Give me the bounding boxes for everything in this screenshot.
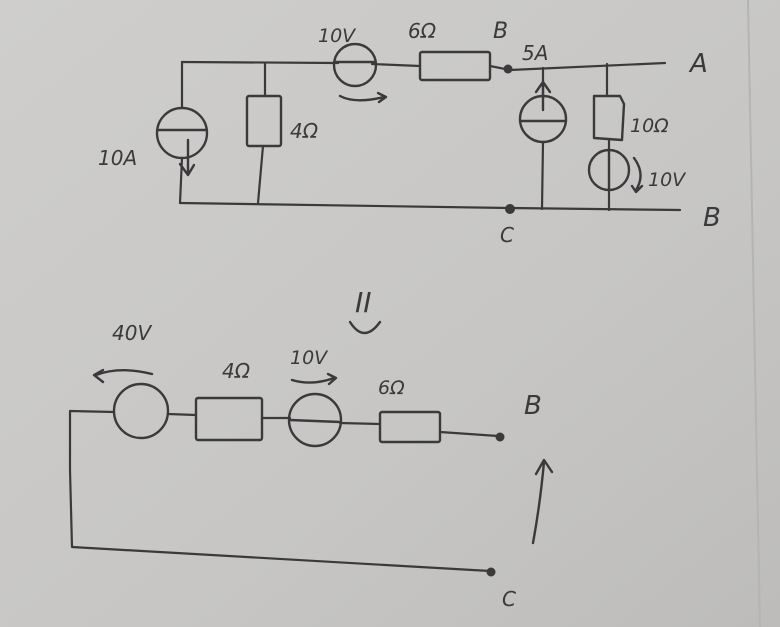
bottom-terminal-c	[486, 567, 496, 577]
branch-10ohm-wire	[605, 62, 611, 212]
label-node-b-top: B	[493, 19, 508, 44]
label-5a: 5A	[522, 41, 548, 65]
equivalence-arrow	[348, 320, 382, 335]
label-10a: 10A	[98, 146, 137, 170]
label-bottom-4-ohm: 4Ω	[222, 359, 251, 383]
current-source-10a: 10A	[98, 106, 209, 177]
top-circuit: 10A 4Ω 10V 6Ω B 5A A	[98, 19, 721, 247]
label-10-ohm: 10Ω	[630, 115, 669, 137]
bottom-terminal-b	[495, 432, 505, 442]
label-node-c: C	[500, 223, 514, 247]
resistor-4-ohm: 4Ω	[245, 94, 319, 148]
label-terminal-a: A	[688, 49, 708, 79]
voltage-source-10v: 10V	[318, 25, 388, 104]
label-bottom-terminal-b: B	[524, 391, 542, 421]
bottom-voltage-source-10v: 10V	[287, 347, 343, 448]
bottom-resistor-4-ohm: 4Ω	[194, 359, 264, 442]
label-bottom-6-ohm: 6Ω	[378, 377, 405, 399]
bottom-circuit: 40V 4Ω 10V 6Ω B C	[68, 321, 554, 611]
label-equivalence: II	[355, 286, 372, 319]
bottom-circuit-series-wire	[166, 412, 500, 438]
voltage-source-40v: 40V	[92, 321, 170, 440]
label-4-ohm: 4Ω	[290, 119, 319, 143]
label-10v-right: 10V	[648, 169, 687, 191]
paper-edge	[747, 0, 761, 627]
bottom-circuit-left-wire	[68, 409, 492, 573]
label-6-ohm: 6Ω	[408, 19, 437, 43]
label-bottom-terminal-c: C	[502, 587, 516, 611]
label-bottom-10v: 10V	[290, 347, 329, 369]
node-b-top	[503, 64, 513, 74]
voltage-source-10v-right: 10V	[587, 148, 687, 194]
voltage-arrow	[531, 458, 554, 545]
label-10v: 10V	[318, 25, 357, 47]
label-terminal-b: B	[703, 203, 721, 233]
resistor-10-ohm: 10Ω	[592, 94, 669, 142]
label-40v: 40V	[112, 321, 152, 345]
equivalence-mark: II	[348, 286, 382, 335]
resistor-6-ohm: 6Ω	[408, 19, 492, 82]
current-source-5a: 5A	[518, 41, 568, 144]
branch-4ohm-wire	[256, 61, 267, 205]
bottom-resistor-6-ohm: 6Ω	[378, 377, 442, 444]
node-c	[505, 204, 515, 214]
